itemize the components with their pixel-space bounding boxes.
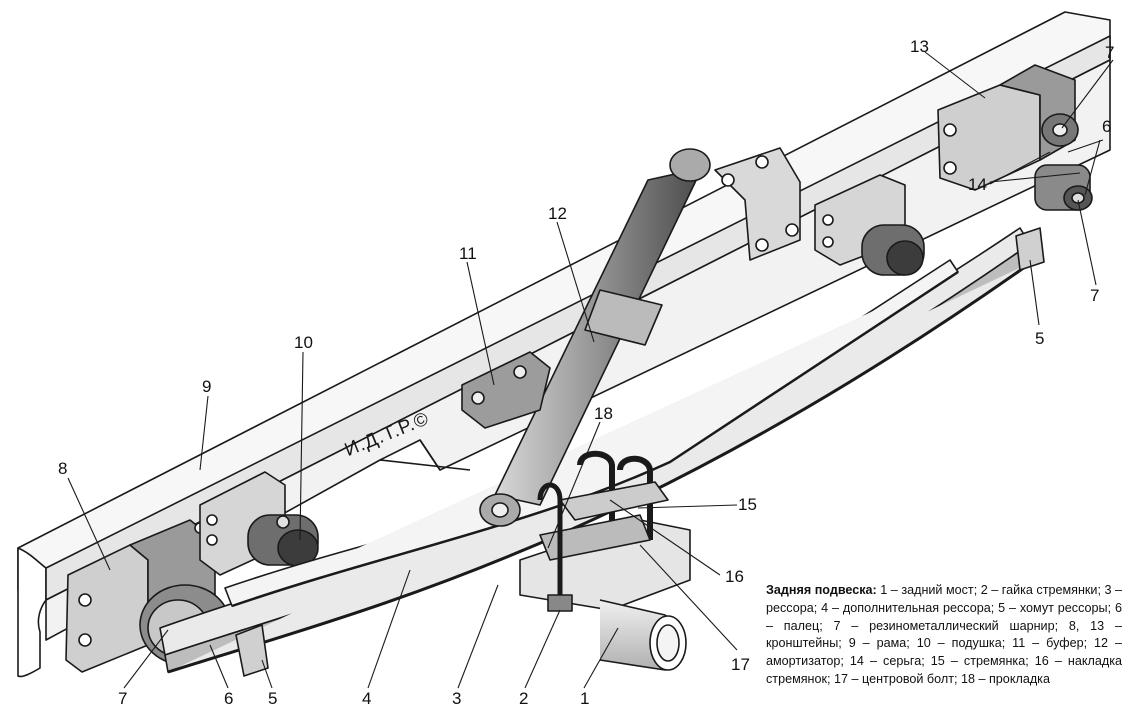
rear-bracket [937,64,1093,211]
label-12: 12 [548,204,567,223]
caption-title: Задняя подвеска: [766,583,877,597]
label-2: 2 [519,689,529,708]
spring-clamps [235,227,1045,677]
bump-stop [461,351,551,429]
shock-absorber [479,148,711,527]
middle-cushion [814,174,925,276]
caption-text: 1 – задний мост; 2 – гайка стремянки; 3 … [766,583,1122,686]
leader-lines [67,51,1114,689]
label-9: 9 [202,377,212,396]
label-10: 10 [294,333,313,352]
label-11: 11 [459,244,477,263]
label-4: 4 [362,689,372,708]
label-6-front: 6 [224,689,234,708]
label-14: 14 [968,175,987,194]
caption: Задняя подвеска: 1 – задний мост; 2 – га… [766,582,1122,689]
aux-leaf-spring [224,259,959,608]
label-3: 3 [452,689,462,708]
label-16: 16 [725,567,744,586]
label-1: 1 [580,689,590,708]
label-7-rear-bottom: 7 [1090,286,1100,305]
label-7-rear-top: 7 [1105,43,1115,62]
label-8: 8 [58,459,68,478]
label-18: 18 [594,404,613,423]
label-5-rear: 5 [1035,329,1045,348]
label-5-front: 5 [268,689,278,708]
label-6-rear: 6 [1102,117,1112,136]
label-17: 17 [731,655,750,674]
label-15: 15 [738,495,757,514]
label-13: 13 [910,37,929,56]
label-7-front: 7 [118,689,128,708]
u-bolts [537,450,669,612]
shock-upper-bracket [714,147,801,261]
